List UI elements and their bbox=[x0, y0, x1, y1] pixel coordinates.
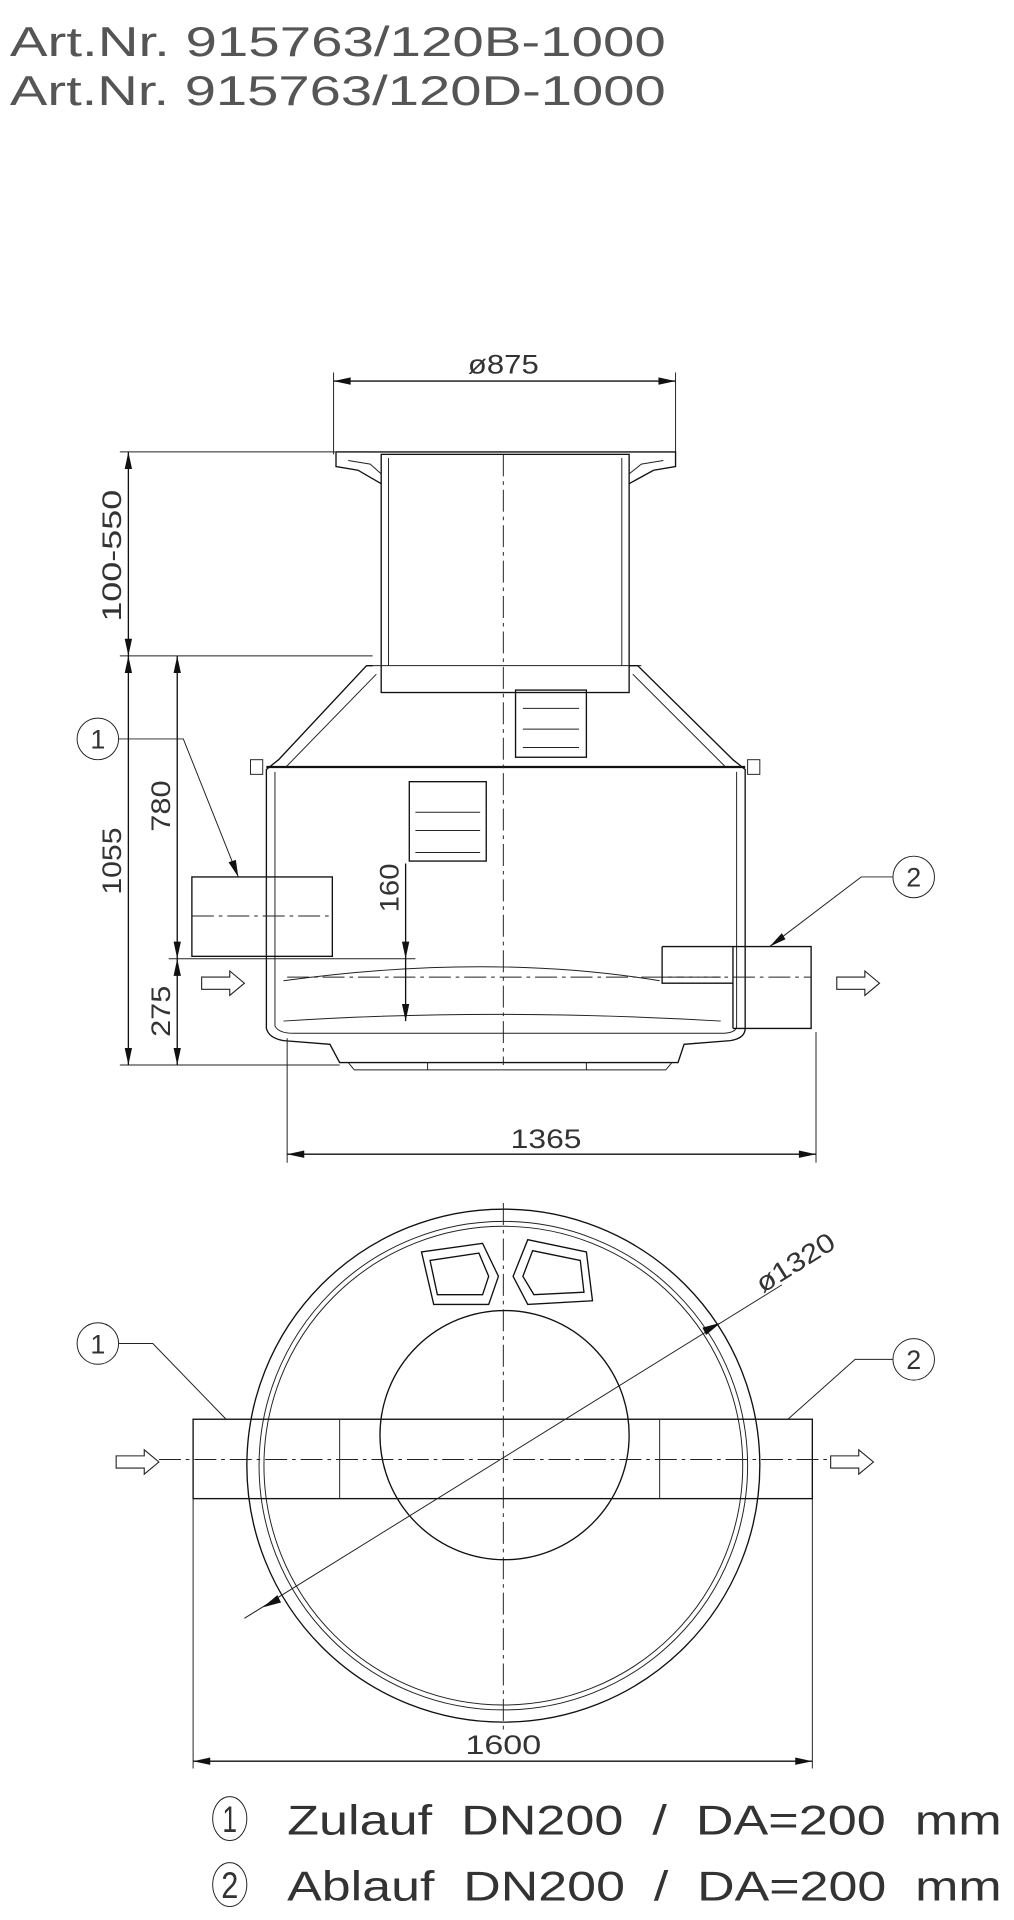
article-number-2: Art.Nr. 915763/120D-1000 bbox=[10, 67, 666, 114]
dim-plan-diameter: ø1320 bbox=[750, 1227, 840, 1299]
outlet-pipe bbox=[661, 945, 812, 1030]
plan-flow-out-arrow bbox=[830, 1448, 875, 1476]
dim-top-diameter: ø875 bbox=[468, 350, 539, 380]
dim-outlet-bottom: 275 bbox=[146, 986, 176, 1037]
legend-item-outlet: 2 Ablauf DN200 / DA=200 mm bbox=[212, 1862, 1002, 1909]
elevation-view: ø875 bbox=[76, 350, 935, 1163]
legend: 1 Zulauf DN200 / DA=200 mm 2 Ablauf DN20… bbox=[212, 1796, 1002, 1909]
plan-callout-inlet: 1 bbox=[90, 1329, 105, 1359]
dim-inlet-height: 780 bbox=[146, 780, 176, 831]
dim-extension: 100-550 bbox=[97, 490, 127, 622]
dim-plan-length: 1600 bbox=[465, 1730, 541, 1760]
legend-text: Zulauf DN200 / DA=200 mm bbox=[287, 1797, 1002, 1844]
pipe-band bbox=[192, 1418, 814, 1500]
plan-callout-outlet: 2 bbox=[906, 1345, 921, 1375]
article-number-1: Art.Nr. 915763/120B-1000 bbox=[10, 18, 666, 65]
step-lower bbox=[408, 781, 487, 862]
callout-outlet: 2 bbox=[906, 863, 921, 893]
step-upper bbox=[514, 689, 588, 758]
legend-item-inlet: 1 Zulauf DN200 / DA=200 mm bbox=[212, 1796, 1002, 1844]
flow-in-arrow bbox=[201, 969, 246, 997]
legend-text: Ablauf DN200 / DA=200 mm bbox=[287, 1862, 1002, 1909]
dim-drop: 160 bbox=[374, 864, 404, 913]
dim-width: 1365 bbox=[511, 1124, 582, 1154]
plan-view: ø1320 1 2 1600 bbox=[76, 1203, 935, 1769]
legend-number: 2 bbox=[221, 1865, 238, 1906]
plan-flow-in-arrow bbox=[115, 1448, 160, 1476]
flow-out-arrow bbox=[836, 969, 881, 997]
inlet-pipe bbox=[191, 876, 334, 958]
dim-total-height: 1055 bbox=[97, 827, 127, 894]
legend-number: 1 bbox=[222, 1799, 237, 1840]
callout-inlet: 1 bbox=[90, 725, 105, 755]
